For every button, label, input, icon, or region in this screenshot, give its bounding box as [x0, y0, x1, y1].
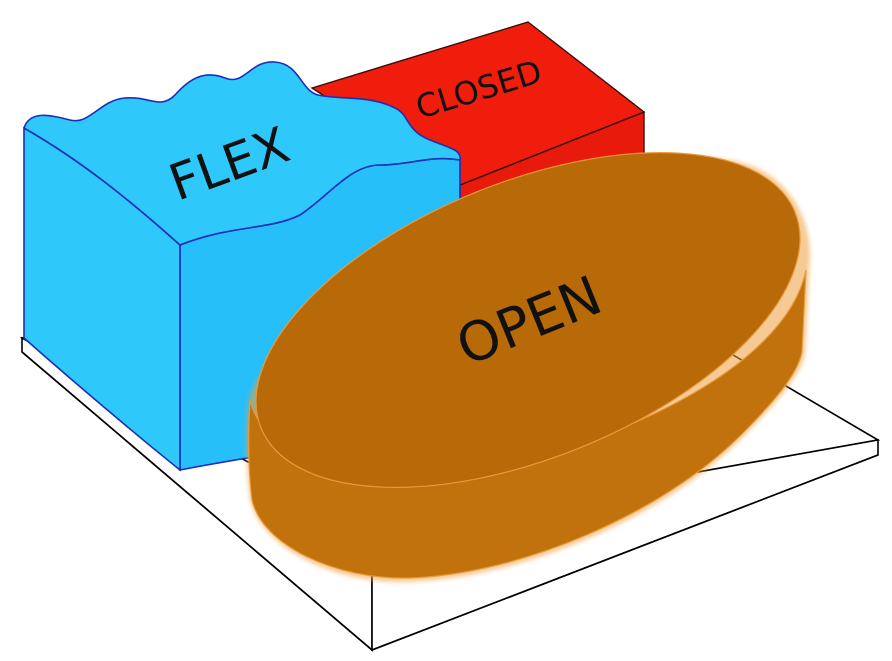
open-block-top: [255, 152, 801, 488]
flex-block-top: [23, 61, 461, 246]
open-block: [246, 152, 811, 583]
